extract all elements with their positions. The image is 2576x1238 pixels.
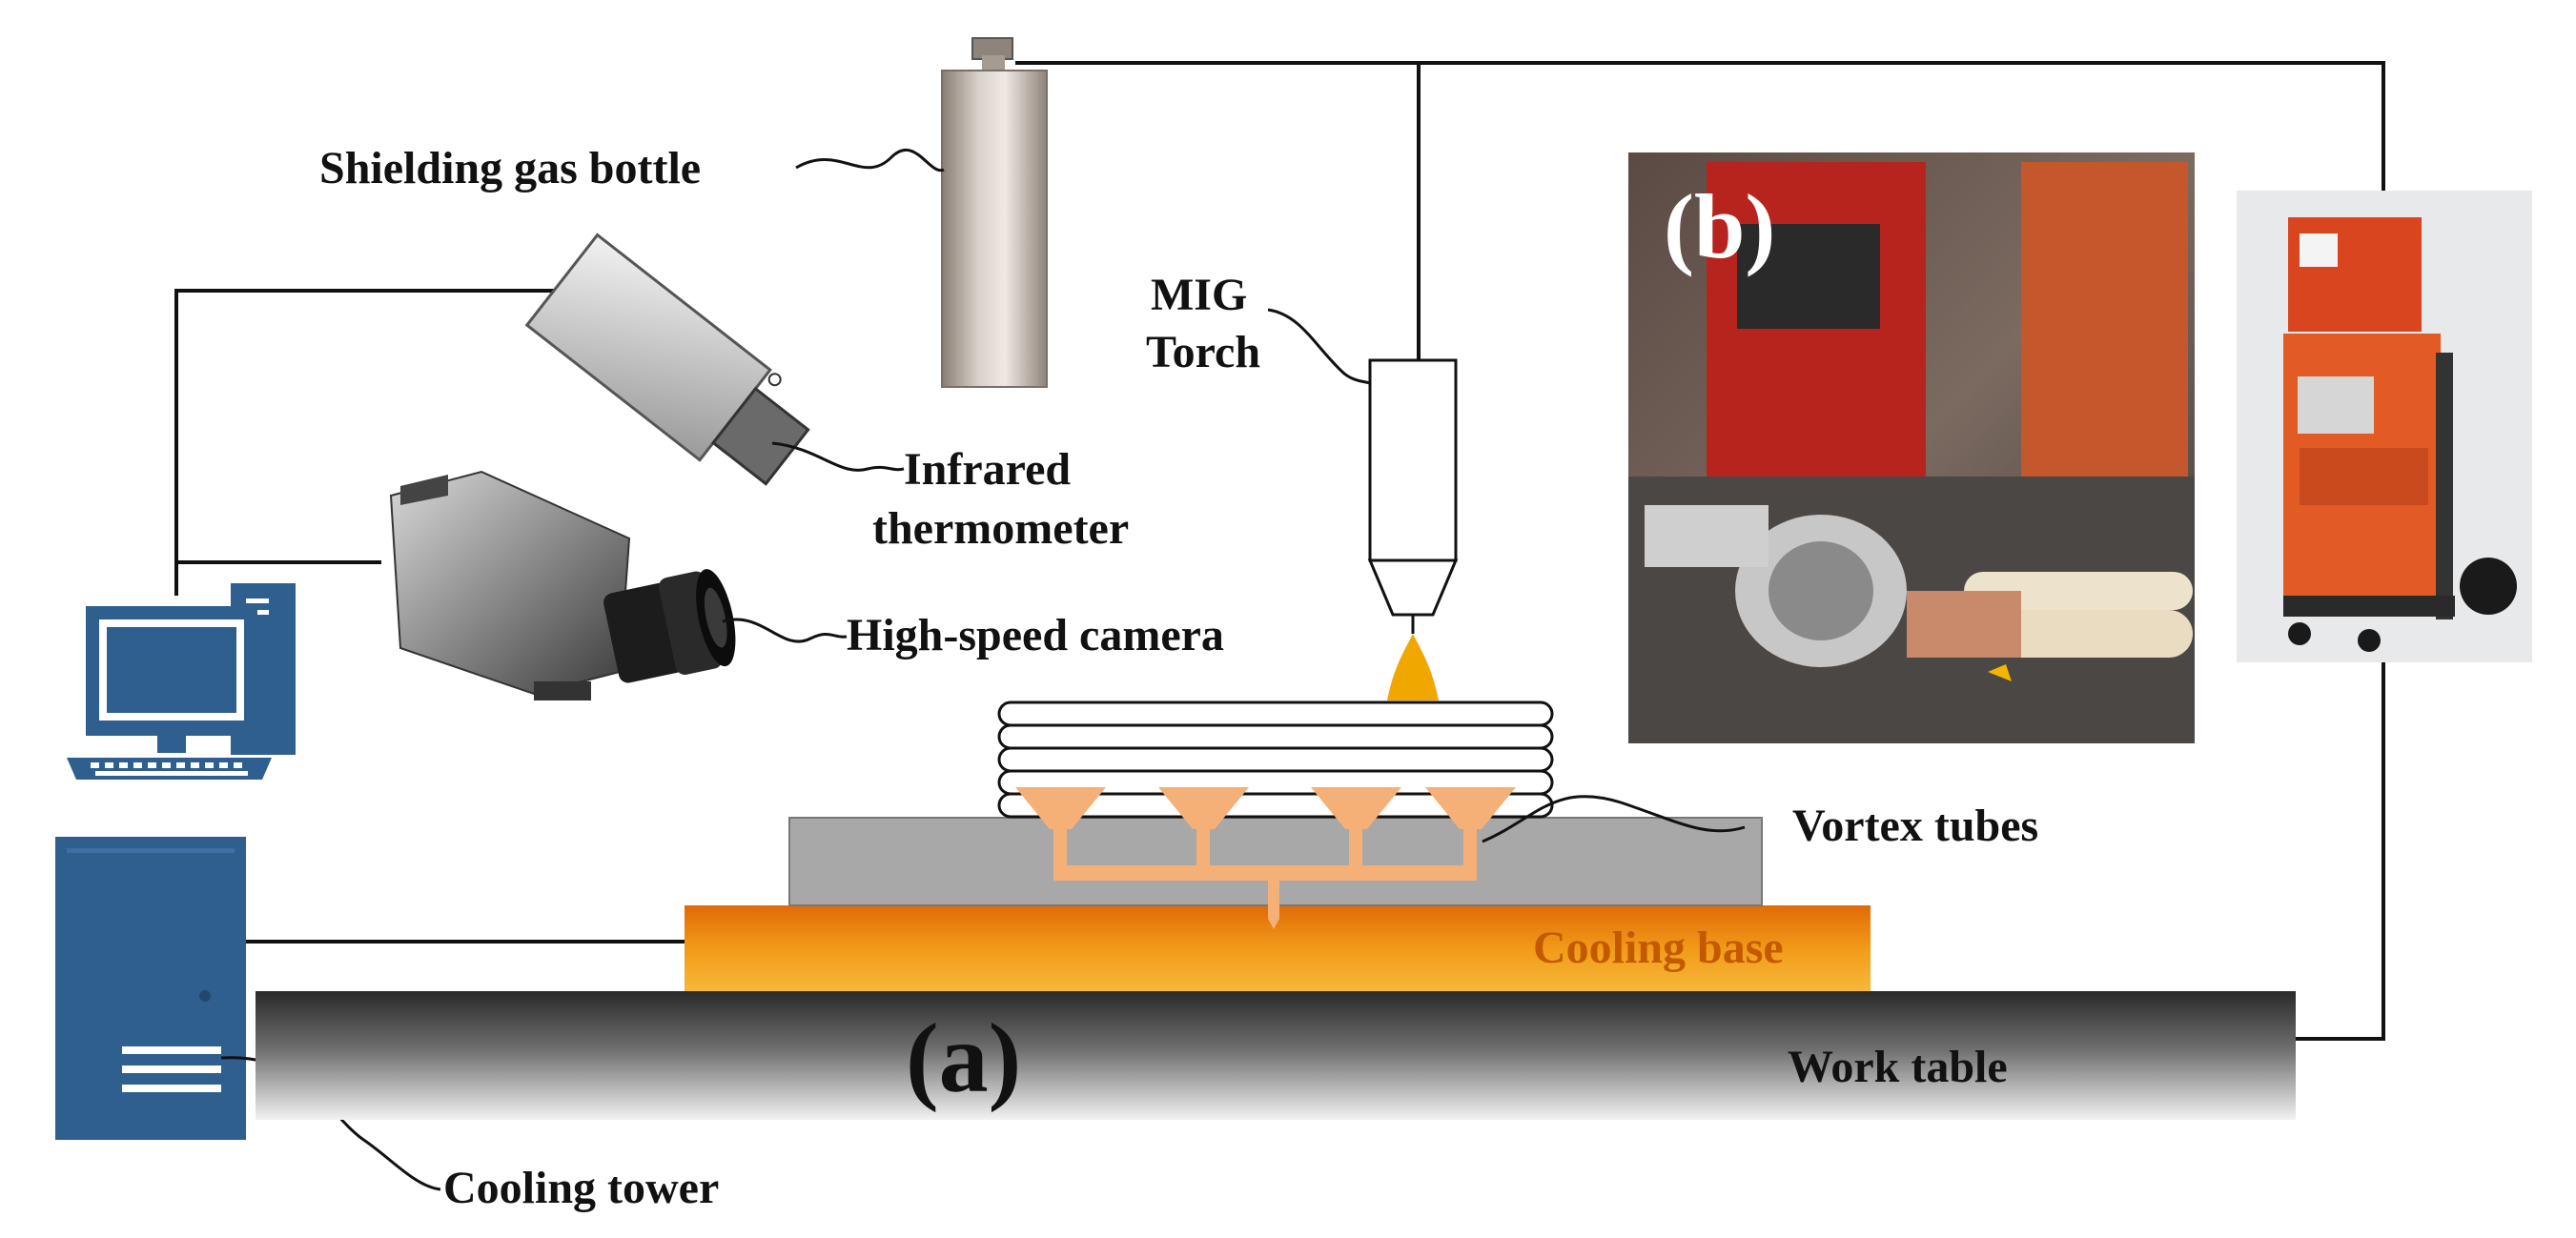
leader-gas-bottle: [795, 148, 945, 173]
panel-label-a: (a): [906, 1004, 1021, 1113]
desktop-computer-icon: [67, 583, 296, 780]
arc-melt: [1387, 634, 1439, 700]
leader-mig-torch: [1267, 308, 1371, 385]
work-table: [256, 991, 2296, 1120]
label-shielding-gas-bottle: Shielding gas bottle: [319, 143, 701, 193]
photo-b-welding-cell: [1628, 152, 2195, 743]
label-torch: Torch: [1146, 327, 1260, 377]
high-speed-camera: [389, 470, 736, 700]
wire-pc-to-ir: [174, 289, 564, 596]
label-thermometer: thermometer: [872, 503, 1129, 554]
deposited-layers: [997, 700, 1554, 819]
vortex-tubes: [1015, 787, 1516, 929]
label-mig: MIG: [1151, 270, 1247, 320]
leader-infrared: [771, 441, 905, 472]
leader-camera: [722, 618, 848, 643]
mig-torch: [1367, 358, 1459, 634]
label-infrared: Infrared: [904, 444, 1071, 495]
label-cooling-base: Cooling base: [1533, 923, 1784, 973]
panel-label-b: (b): [1664, 175, 1775, 277]
photo-welding-power-source: [2237, 191, 2532, 662]
label-work-table: Work table: [1788, 1042, 2008, 1092]
shielding-gas-bottle: [941, 37, 1048, 388]
label-cooling-tower: Cooling tower: [443, 1163, 719, 1213]
label-vortex-tubes: Vortex tubes: [1792, 801, 2038, 851]
cooling-tower-unit: [55, 837, 246, 1140]
label-high-speed-camera: High-speed camera: [847, 610, 1224, 660]
leader-vortex: [1482, 795, 1746, 843]
infrared-thermometer: [524, 233, 810, 486]
